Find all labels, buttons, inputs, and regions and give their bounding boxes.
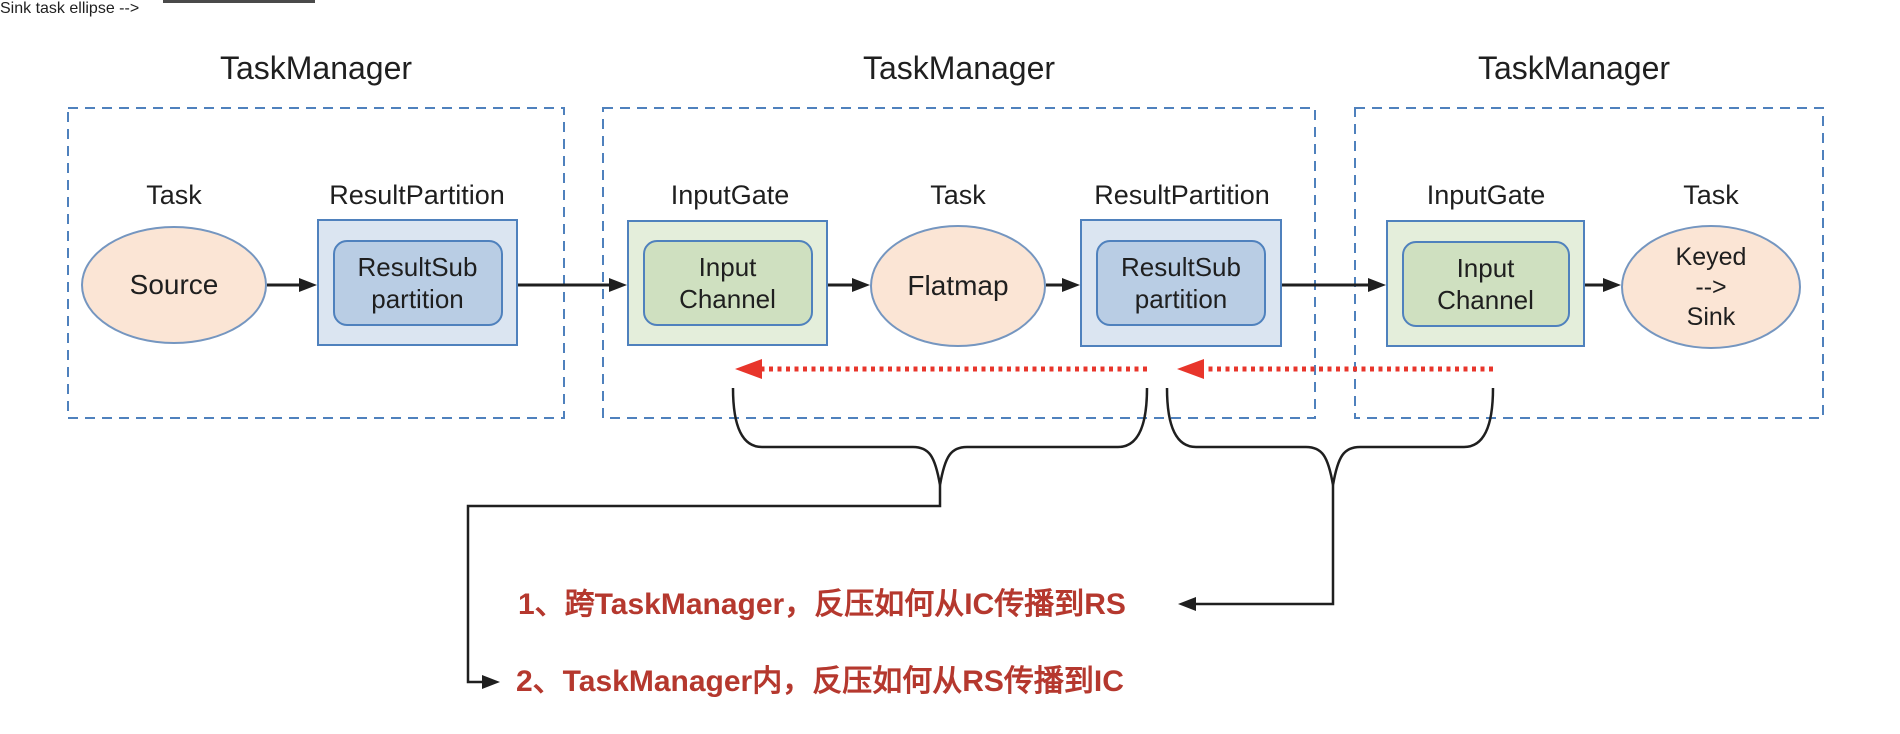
tm2-resultsubpartition-box: ResultSub partition — [1096, 240, 1266, 326]
tm1-resultsubpartition-box: ResultSub partition — [332, 239, 503, 326]
brace-within-taskmanager — [1165, 387, 1495, 486]
flow-arrow-flatmap-to-rp2 — [1046, 278, 1080, 292]
brace-cross-taskmanager — [731, 387, 1149, 486]
keyed-sink-task-node: Keyed --> Sink — [1621, 225, 1801, 349]
tm2-inputchannel-line2: Channel — [679, 284, 776, 314]
flow-arrow-source-to-rp1 — [267, 278, 317, 292]
connector-to-question-1 — [1178, 485, 1335, 611]
tm3-inputchannel-line2: Channel — [1437, 284, 1534, 315]
source-task-text: Source — [129, 269, 219, 300]
tm2-inputgate-box: Input Channel — [627, 220, 828, 346]
tm2-task-label: Task — [930, 180, 986, 210]
annotation-question-1: 1、跨TaskManager，反压如何从IC传播到RS — [518, 588, 1126, 621]
tm3-inputchannel-box: Input Channel — [1401, 240, 1570, 327]
connector-to-question-2 — [466, 485, 942, 689]
keyed-sink-line1: Keyed — [1675, 243, 1747, 271]
keyed-sink-line3: Sink — [1686, 303, 1736, 331]
tm3-inputgate-label: InputGate — [1426, 180, 1546, 210]
tm2-resultpartition-box: ResultSub partition — [1080, 219, 1282, 347]
backpressure-arrow-ic3-to-rp2 — [1177, 359, 1493, 379]
keyed-sink-line2: --> — [1695, 273, 1727, 301]
annotation-question-2: 2、TaskManager内，反压如何从RS传播到IC — [516, 665, 1124, 698]
tm2-inputchannel-box: Input Channel — [642, 240, 813, 326]
flow-arrow-rp2-to-ig3 — [1282, 278, 1386, 292]
taskmanager-1-boundary — [67, 107, 565, 419]
tm2-inputchannel-line1: Input — [698, 252, 757, 282]
tm3-task-label: Task — [1683, 180, 1739, 210]
taskmanager-1-title: TaskManager — [219, 50, 413, 86]
taskmanager-2-title: TaskManager — [862, 50, 1056, 86]
tm3-inputgate-box: Input Channel — [1386, 220, 1585, 347]
flow-arrow-ig2-to-flatmap — [828, 278, 870, 292]
tm1-task-label: Task — [146, 180, 202, 210]
tm1-resultpartition-label: ResultPartition — [329, 180, 505, 210]
tm1-resultsubpartition-line1: ResultSub — [357, 251, 478, 282]
tm2-resultpartition-label: ResultPartition — [1094, 180, 1270, 210]
tm2-inputgate-label: InputGate — [670, 180, 790, 210]
flatmap-task-node: Flatmap — [870, 225, 1046, 347]
taskmanager-3-boundary — [1354, 107, 1824, 419]
backpressure-arrow-rp2-to-ig2 — [735, 359, 1147, 379]
source-task-node: Source — [81, 226, 267, 344]
flow-arrow-ig3-to-sink — [1585, 278, 1621, 292]
tm2-resultsubpartition-line2: partition — [1134, 284, 1228, 314]
flow-arrow-rp1-to-ig2 — [518, 278, 627, 292]
flatmap-task-text: Flatmap — [907, 270, 1009, 301]
taskmanager-2-boundary — [602, 107, 1316, 419]
tm3-inputchannel-line1: Input — [1456, 252, 1515, 283]
taskmanager-3-title: TaskManager — [1477, 50, 1671, 86]
tm1-resultsubpartition-line2: partition — [371, 283, 464, 314]
tm1-resultpartition-box: ResultSub partition — [317, 219, 518, 346]
tm2-resultsubpartition-line1: ResultSub — [1121, 252, 1241, 282]
cropped-top-edge-line — [163, 0, 315, 3]
